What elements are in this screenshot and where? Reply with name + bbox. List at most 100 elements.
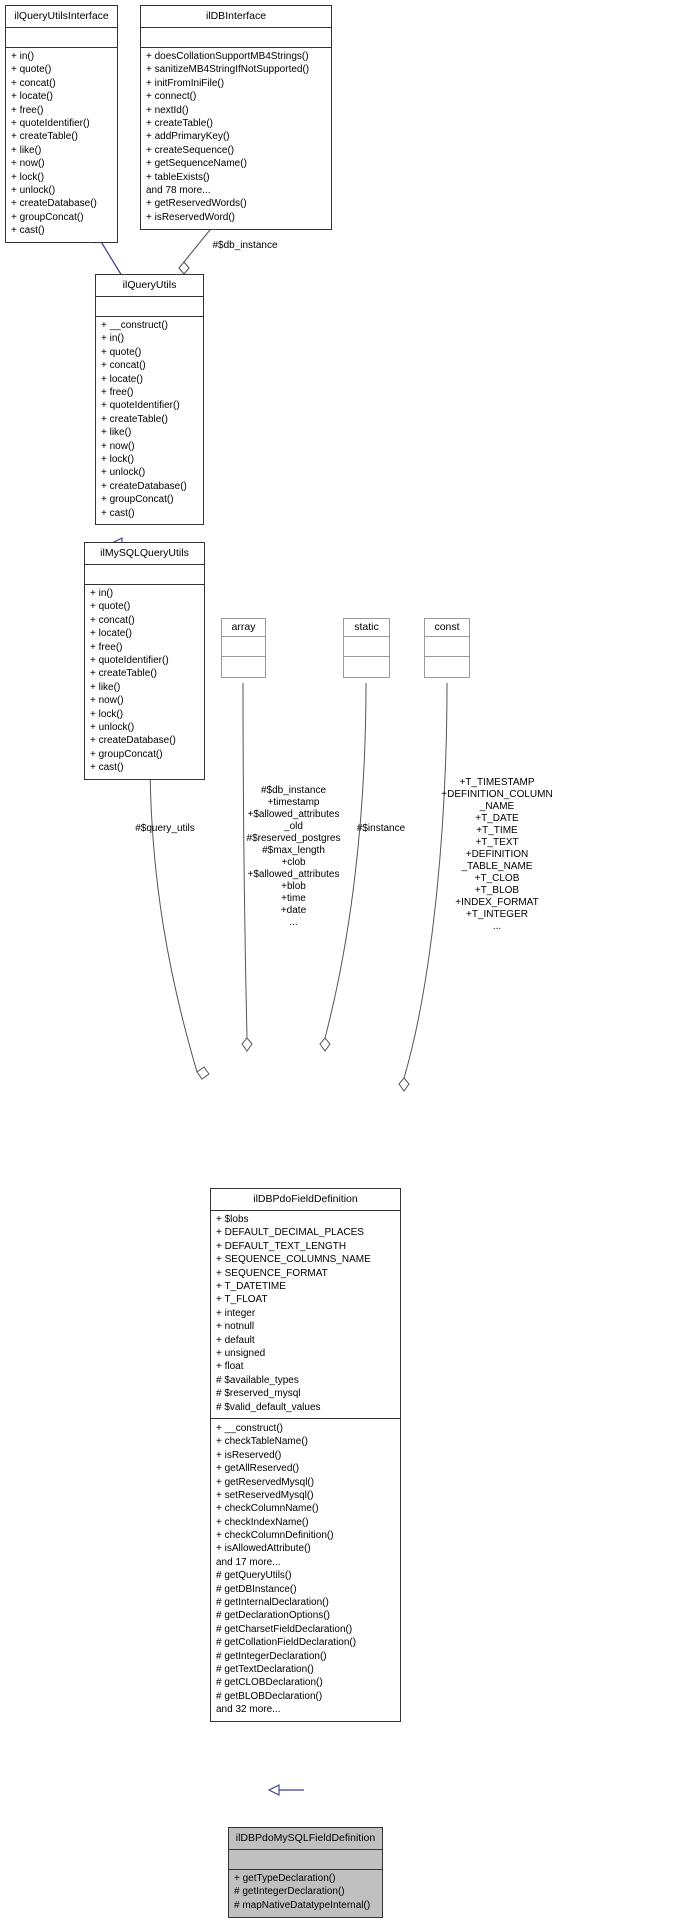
class-box-array[interactable]: array bbox=[221, 618, 266, 678]
member-row: + quote() bbox=[11, 64, 52, 76]
divider bbox=[85, 583, 204, 585]
divider bbox=[6, 26, 117, 28]
member-row: + __construct() bbox=[216, 1422, 283, 1434]
edge-label-array-members: #$db_instance +timestamp +$allowed_attri… bbox=[246, 785, 341, 928]
member-row: # getDeclarationOptions() bbox=[216, 1610, 330, 1622]
member-row: + lock() bbox=[101, 454, 135, 465]
class-box-const[interactable]: const bbox=[424, 618, 470, 678]
member-row: and 32 more... bbox=[216, 1704, 281, 1716]
member-row: # getIntegerDeclaration() bbox=[234, 1886, 345, 1898]
member-row: + in() bbox=[101, 333, 125, 345]
member-row: # $available_types bbox=[216, 1374, 299, 1386]
member-row: + quoteIdentifier() bbox=[90, 655, 169, 667]
edge-label-db-instance-top: #$db_instance bbox=[212, 240, 278, 251]
edge-label-instance: #$instance bbox=[356, 823, 406, 834]
member-row: + checkColumnDefinition() bbox=[216, 1530, 334, 1542]
member-row: # getCollationFieldDeclaration() bbox=[216, 1637, 357, 1649]
member-row: + cast() bbox=[90, 762, 124, 774]
member-row: + DEFAULT_DECIMAL_PLACES bbox=[216, 1227, 364, 1239]
member-row: + now() bbox=[90, 695, 124, 707]
member-row: + T_DATETIME bbox=[216, 1281, 286, 1293]
class-title: ilQueryUtilsInterface bbox=[14, 10, 109, 22]
member-row: + getSequenceName() bbox=[146, 158, 247, 170]
member-row: + createDatabase() bbox=[90, 735, 176, 747]
member-row: + groupConcat() bbox=[11, 211, 84, 223]
divider bbox=[141, 26, 331, 28]
member-row: + createTable() bbox=[90, 668, 157, 680]
class-box-ilmysqlqueryutils[interactable]: ilMySQLQueryUtils + in() + quote() + con… bbox=[84, 542, 205, 780]
class-operations: + in() + quote() + concat() + locate() +… bbox=[85, 585, 204, 779]
member-row: + SEQUENCE_COLUMNS_NAME bbox=[216, 1254, 371, 1266]
member-row: + notnull bbox=[216, 1321, 255, 1333]
edge-label-const-members: +T_TIMESTAMP +DEFINITION_COLUMN _NAME +T… bbox=[441, 777, 553, 932]
member-row: + float bbox=[216, 1361, 244, 1373]
class-title: static bbox=[354, 621, 379, 633]
member-row: + nextId() bbox=[146, 104, 189, 116]
edge-inheritance-ilqueryutils bbox=[94, 230, 123, 277]
member-row: + free() bbox=[101, 387, 134, 399]
member-row: + getTypeDeclaration() bbox=[234, 1873, 336, 1885]
member-row: + lock() bbox=[90, 708, 124, 720]
member-row: + now() bbox=[11, 158, 45, 170]
member-row: + locate() bbox=[90, 628, 132, 640]
divider bbox=[425, 655, 469, 657]
member-row: + cast() bbox=[11, 225, 45, 237]
edge-label-query-utils: #$query_utils bbox=[135, 823, 195, 834]
divider bbox=[96, 315, 203, 317]
class-operations bbox=[222, 657, 265, 677]
member-row: # $reserved_mysql bbox=[216, 1388, 301, 1400]
member-row: + free() bbox=[90, 641, 123, 653]
class-title: ilMySQLQueryUtils bbox=[100, 547, 189, 559]
member-row: + integer bbox=[216, 1307, 256, 1319]
class-box-ildbpdomysqlfielddefinition[interactable]: ilDBPdoMySQLFieldDefinition + getTypeDec… bbox=[228, 1827, 383, 1918]
class-operations: + doesCollationSupportMB4Strings() + san… bbox=[141, 48, 331, 229]
member-row: # getIntegerDeclaration() bbox=[216, 1650, 327, 1662]
divider bbox=[229, 1868, 382, 1870]
divider bbox=[344, 655, 389, 657]
class-attributes bbox=[229, 1850, 382, 1869]
member-row: + checkColumnName() bbox=[216, 1503, 319, 1515]
class-title: ilDBInterface bbox=[205, 10, 267, 22]
member-row: + SEQUENCE_FORMAT bbox=[216, 1267, 328, 1279]
member-row: + DEFAULT_TEXT_LENGTH bbox=[216, 1240, 347, 1252]
divider bbox=[211, 1209, 400, 1211]
member-row: + concat() bbox=[11, 77, 56, 89]
member-row: + lock() bbox=[11, 171, 45, 183]
class-box-ilqueryutils[interactable]: ilQueryUtils + __construct() + in() + qu… bbox=[95, 274, 204, 526]
member-row: + now() bbox=[101, 440, 135, 452]
member-row: + setReservedMysql() bbox=[216, 1489, 314, 1501]
class-operations bbox=[425, 657, 469, 677]
member-row: + createSequence() bbox=[146, 144, 235, 156]
divider bbox=[85, 563, 204, 565]
divider bbox=[222, 655, 265, 657]
member-row: + getReservedMysql() bbox=[216, 1476, 315, 1488]
member-row: + free() bbox=[11, 104, 44, 116]
class-operations: + getTypeDeclaration() # getIntegerDecla… bbox=[229, 1870, 382, 1917]
class-box-ildbinterface[interactable]: ilDBInterface + doesCollationSupportMB4S… bbox=[140, 5, 332, 230]
member-row: + createDatabase() bbox=[101, 480, 187, 492]
member-row: + sanitizeMB4StringIfNotSupported() bbox=[146, 64, 310, 76]
member-row: + unlock() bbox=[90, 722, 135, 733]
member-row: + $lobs bbox=[216, 1214, 249, 1226]
divider bbox=[425, 635, 469, 637]
class-title: ilQueryUtils bbox=[122, 279, 177, 291]
member-row: + groupConcat() bbox=[90, 748, 163, 760]
member-row: + in() bbox=[90, 588, 114, 600]
member-row: + unsigned bbox=[216, 1348, 266, 1359]
member-row: + in() bbox=[11, 51, 35, 63]
member-row: # $valid_default_values bbox=[216, 1401, 321, 1413]
member-row: + createTable() bbox=[146, 118, 213, 130]
member-row: + like() bbox=[11, 144, 42, 156]
member-row: and 17 more... bbox=[216, 1556, 281, 1568]
class-operations: + in() + quote() + concat() + locate() +… bbox=[6, 48, 117, 242]
member-row: + locate() bbox=[101, 373, 143, 385]
class-attributes bbox=[85, 565, 204, 584]
divider bbox=[141, 46, 331, 48]
class-attributes: + $lobs + DEFAULT_DECIMAL_PLACES + DEFAU… bbox=[211, 1211, 400, 1419]
member-row: + quoteIdentifier() bbox=[11, 118, 90, 130]
member-row: + default bbox=[216, 1334, 255, 1346]
class-box-ildbpdofielddefinition[interactable]: ilDBPdoFieldDefinition + $lobs + DEFAULT… bbox=[210, 1188, 401, 1722]
class-attributes bbox=[425, 637, 469, 656]
class-box-ilqueryutilsinterface[interactable]: ilQueryUtilsInterface + in() + quote() +… bbox=[5, 5, 118, 243]
class-box-static[interactable]: static bbox=[343, 618, 390, 678]
